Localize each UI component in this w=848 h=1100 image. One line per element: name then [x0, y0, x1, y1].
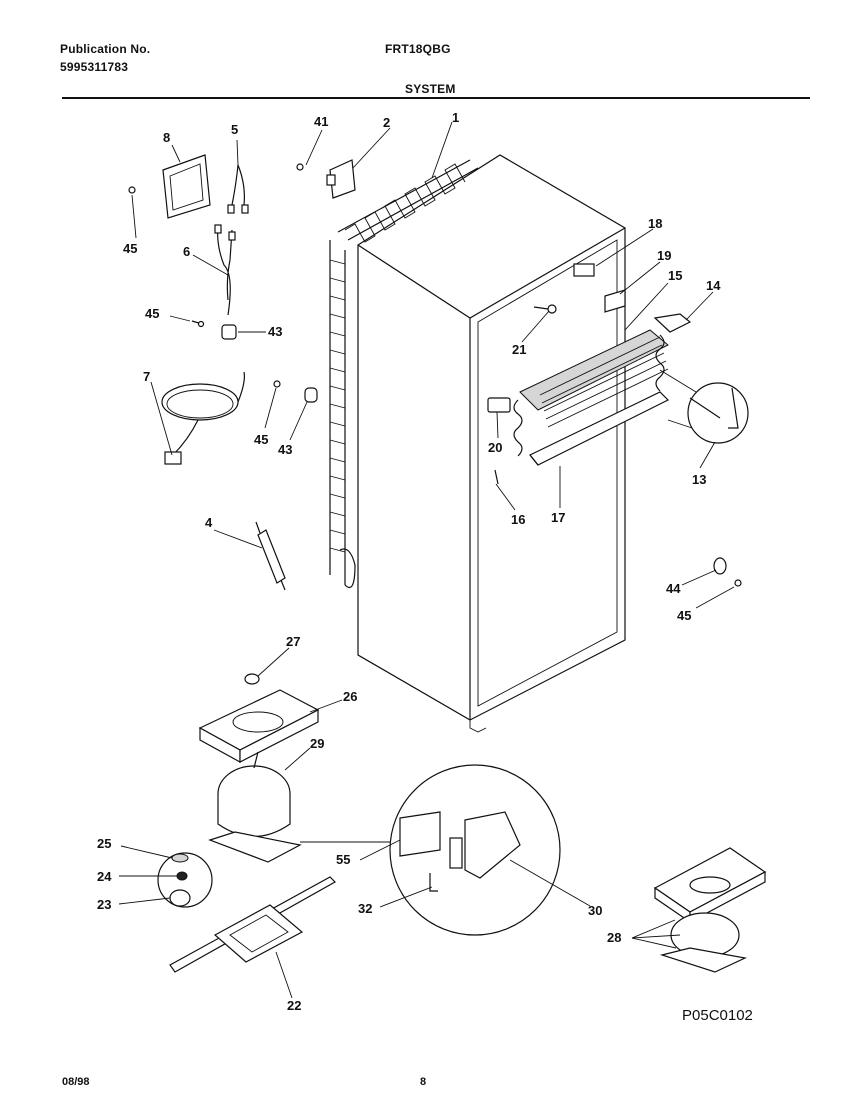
header-rule — [62, 97, 810, 99]
callout-43-upper: 43 — [268, 324, 282, 339]
callout-1: 1 — [452, 110, 459, 125]
callout-44: 44 — [666, 581, 681, 596]
callout-32: 32 — [358, 901, 372, 916]
callout-45-b: 45 — [145, 306, 159, 321]
callout-25: 25 — [97, 836, 111, 851]
callout-15: 15 — [668, 268, 682, 283]
callout-13: 13 — [692, 472, 706, 487]
callout-2: 2 — [383, 115, 390, 130]
condenser-coil — [329, 159, 479, 589]
part-27-nut — [244, 673, 260, 685]
part-44-grommet — [713, 557, 727, 575]
callout-21: 21 — [512, 342, 526, 357]
callout-8: 8 — [163, 130, 170, 145]
callout-4: 4 — [205, 515, 213, 530]
callout-5: 5 — [231, 122, 238, 137]
callout-45-a: 45 — [123, 241, 137, 256]
callout-16: 16 — [511, 512, 525, 527]
screw-icons — [128, 163, 742, 587]
callout-23: 23 — [97, 897, 111, 912]
part-13-detail — [659, 369, 749, 444]
part-5-6-wiring — [214, 164, 249, 316]
callout-18: 18 — [648, 216, 662, 231]
callout-14: 14 — [706, 278, 721, 293]
model-number: FRT18QBG — [385, 42, 451, 56]
part-43-grommet — [304, 387, 318, 403]
callout-27: 27 — [286, 634, 300, 649]
callout-7: 7 — [143, 369, 150, 384]
callout-20: 20 — [488, 440, 502, 455]
cabinet — [357, 154, 626, 733]
callout-22: 22 — [287, 998, 301, 1013]
callout-55: 55 — [336, 852, 350, 867]
callout-45-c: 45 — [254, 432, 268, 447]
callout-labels: 1 2 4 5 6 7 8 13 14 15 16 17 18 19 20 21… — [97, 110, 753, 1024]
section-title: SYSTEM — [405, 82, 456, 96]
callout-29: 29 — [310, 736, 324, 751]
small-parts-evaporator — [487, 263, 692, 485]
footer-date: 08/98 — [62, 1076, 90, 1088]
callout-6: 6 — [183, 244, 190, 259]
callout-28: 28 — [607, 930, 621, 945]
part-8-bracket — [162, 154, 211, 219]
part-7-power-cord — [161, 371, 245, 465]
part-22-base-rail — [169, 876, 336, 973]
footer-page-number: 8 — [420, 1076, 427, 1088]
part-4-dryer — [255, 521, 286, 591]
part-26-drain-pan — [198, 689, 320, 764]
evaporator — [513, 329, 670, 466]
callout-45-d: 45 — [677, 608, 691, 623]
callout-24: 24 — [97, 869, 112, 884]
callout-43-lower: 43 — [278, 442, 292, 457]
part-29-compressor — [208, 751, 302, 863]
callout-26: 26 — [343, 689, 357, 704]
leader-lines — [118, 121, 735, 999]
part-23-24-25-detail — [157, 852, 213, 908]
publication-number: 5995311783 — [60, 60, 129, 74]
drawing-code: P05C0102 — [682, 1007, 753, 1024]
callout-17: 17 — [551, 510, 565, 525]
part-43-connector — [221, 324, 237, 340]
callout-19: 19 — [657, 248, 671, 263]
callout-30: 30 — [588, 903, 602, 918]
relay-detail — [300, 764, 561, 936]
part-28-compressor-assembly — [653, 847, 767, 973]
publication-label: Publication No. — [60, 42, 151, 56]
callout-41: 41 — [314, 114, 328, 129]
part-2-clip — [326, 159, 356, 199]
